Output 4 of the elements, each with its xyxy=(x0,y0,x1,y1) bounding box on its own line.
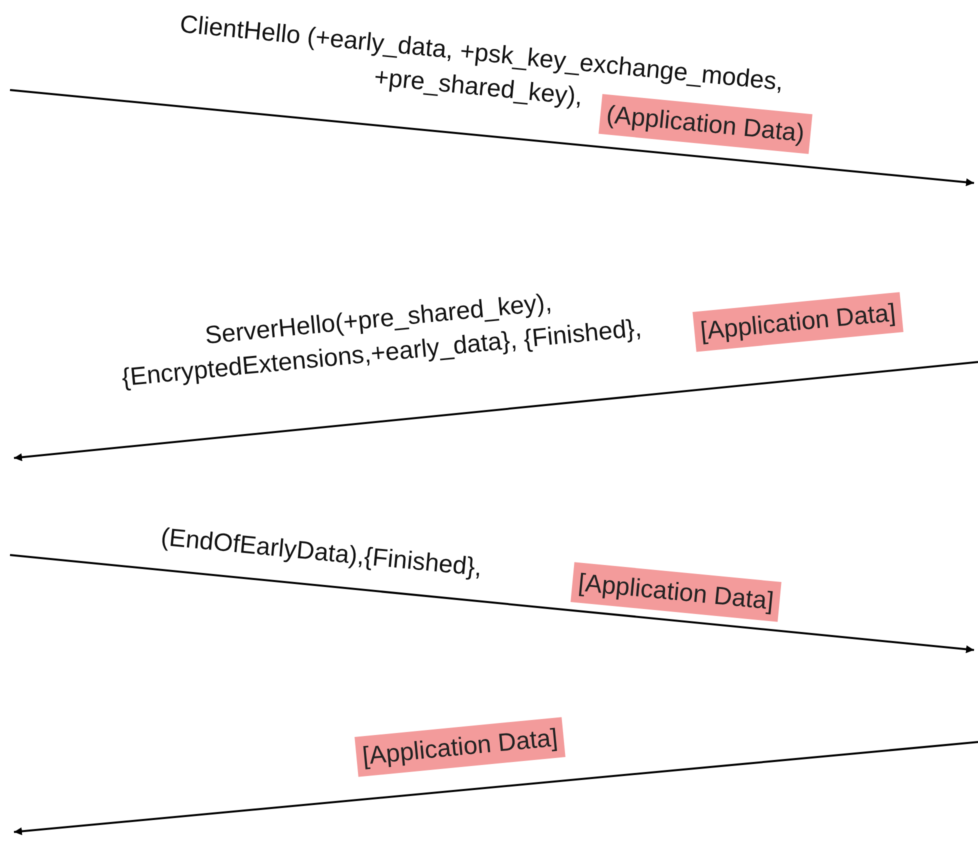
highlighted-text: [Application Data] xyxy=(354,717,566,777)
highlighted-text: [Application Data] xyxy=(692,292,904,352)
highlighted-text: (Application Data) xyxy=(598,94,812,154)
highlighted-text: [Application Data] xyxy=(570,562,782,622)
